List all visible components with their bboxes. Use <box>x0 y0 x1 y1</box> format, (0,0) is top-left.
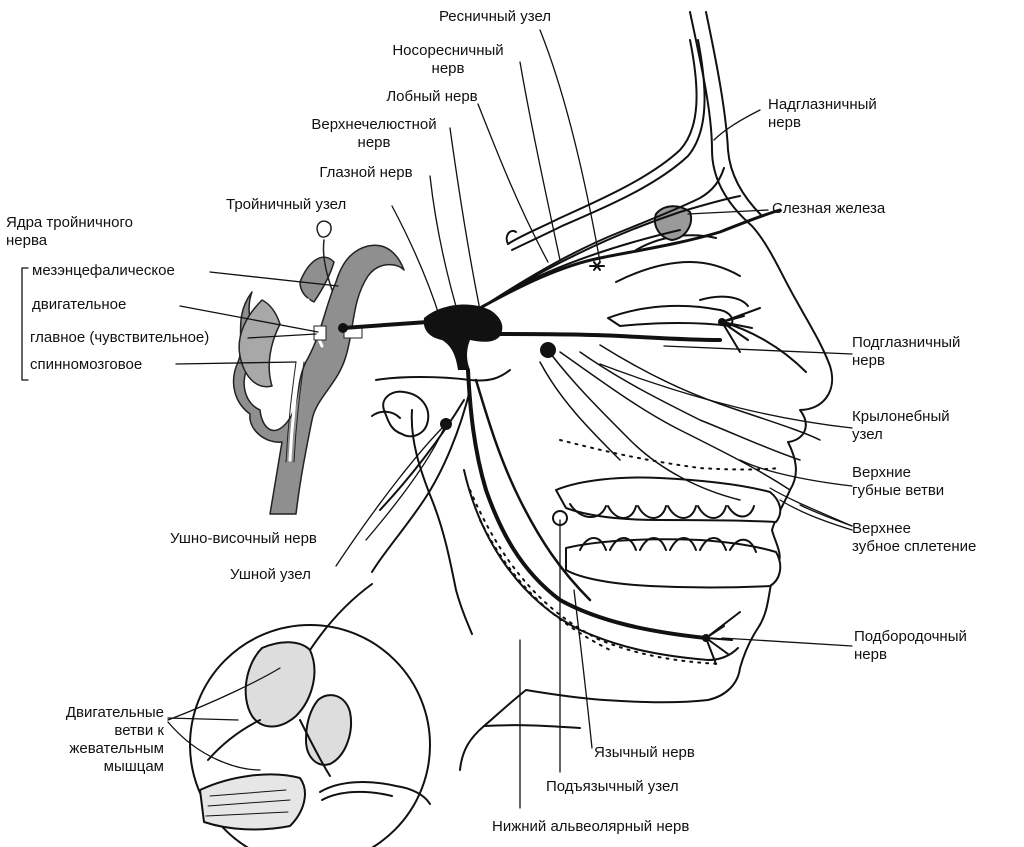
label-submandibular-ganglion: Подъязычный узел <box>546 778 679 795</box>
label-otic-ganglion: Ушной узел <box>230 566 311 583</box>
label-nucleus-spinal: спинномозговое <box>30 356 143 373</box>
brainstem-illustration <box>232 220 405 515</box>
label-frontal-nerve: Лобный нерв <box>386 88 478 105</box>
label-mental-nerve: Подбородочный нерв <box>854 628 967 663</box>
label-supraorbital-nerve: Надглазничный нерв <box>768 96 877 131</box>
label-upper-labial-branches: Верхние губные ветви <box>852 464 945 499</box>
label-maxillary-nerve: Верхнечелюстной нерв <box>311 116 437 151</box>
label-trigeminal-ganglion: Тройничный узел <box>226 196 347 213</box>
label-pterygopalatine-ganglion: Крылонебный узел <box>852 408 950 443</box>
nerve-paths <box>341 167 821 665</box>
label-nucleus-motor: двигательное <box>32 296 127 313</box>
label-motor-branches: Двигательные ветви к жевательным мышцам <box>65 704 164 775</box>
leader-lines <box>21 29 853 809</box>
label-inferior-alveolar-nerve: Нижний альвеолярный нерв <box>492 818 690 835</box>
label-ophthalmic-nerve: Глазной нерв <box>319 164 413 181</box>
magnified-inset <box>189 583 431 847</box>
head-outline <box>410 11 833 771</box>
label-nucleus-mesencephalic: мезэнцефалическое <box>32 262 175 279</box>
label-auriculotemporal-nerve: Ушно-височный нерв <box>170 530 317 547</box>
eye-region <box>607 205 807 373</box>
label-upper-dental-plexus: Верхнее зубное сплетение <box>852 520 977 555</box>
teeth-illustration <box>463 439 782 665</box>
label-nasociliary-nerve: Носоресничный нерв <box>392 42 504 77</box>
label-lacrimal-gland: Слезная железа <box>772 200 886 217</box>
label-nucleus-main: главное (чувствительное) <box>30 329 210 346</box>
label-trigeminal-nuclei: Ядра тройничного нерва <box>6 214 133 249</box>
label-infraorbital-nerve: Подглазничный нерв <box>852 334 961 369</box>
label-lingual-nerve: Язычный нерв <box>594 744 695 761</box>
label-ciliary-ganglion: Ресничный узел <box>438 8 552 25</box>
